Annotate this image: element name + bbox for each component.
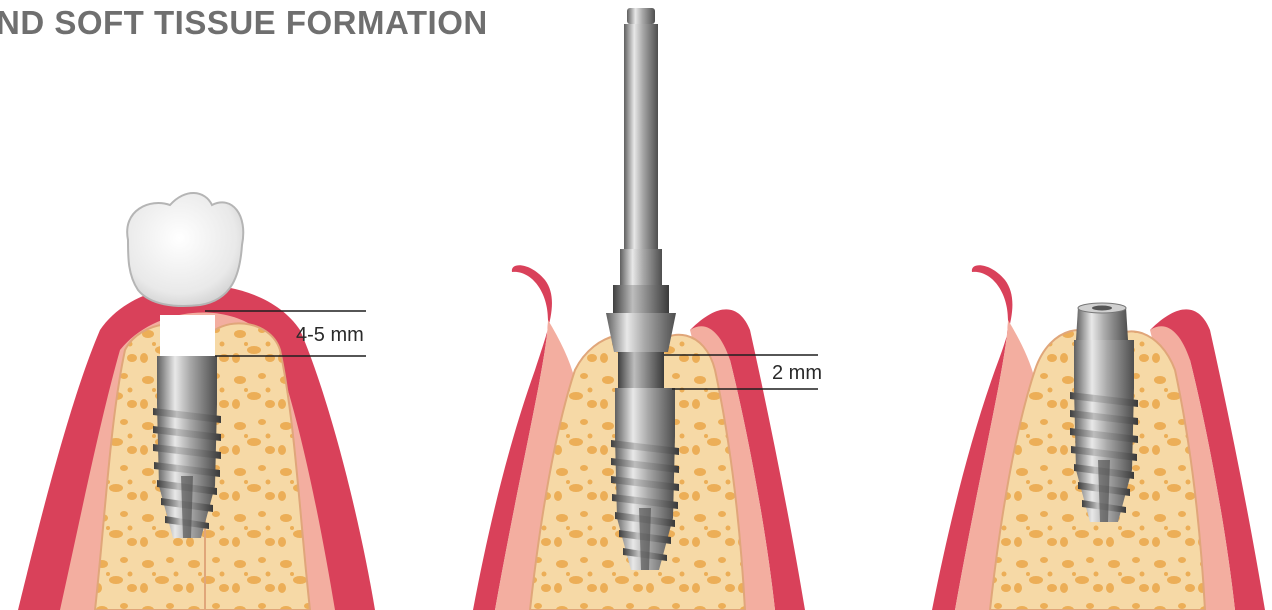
panel-healed [932,265,1265,610]
healing-cap [1076,303,1128,340]
panel-transfer: 2 mm [473,8,822,610]
measure-label-1: 4-5 mm [296,324,364,346]
measure-label-2: 2 mm [772,362,822,384]
panel-crown: 4-5 mm [18,193,375,610]
impression-tool [606,8,676,388]
crown [127,193,243,306]
